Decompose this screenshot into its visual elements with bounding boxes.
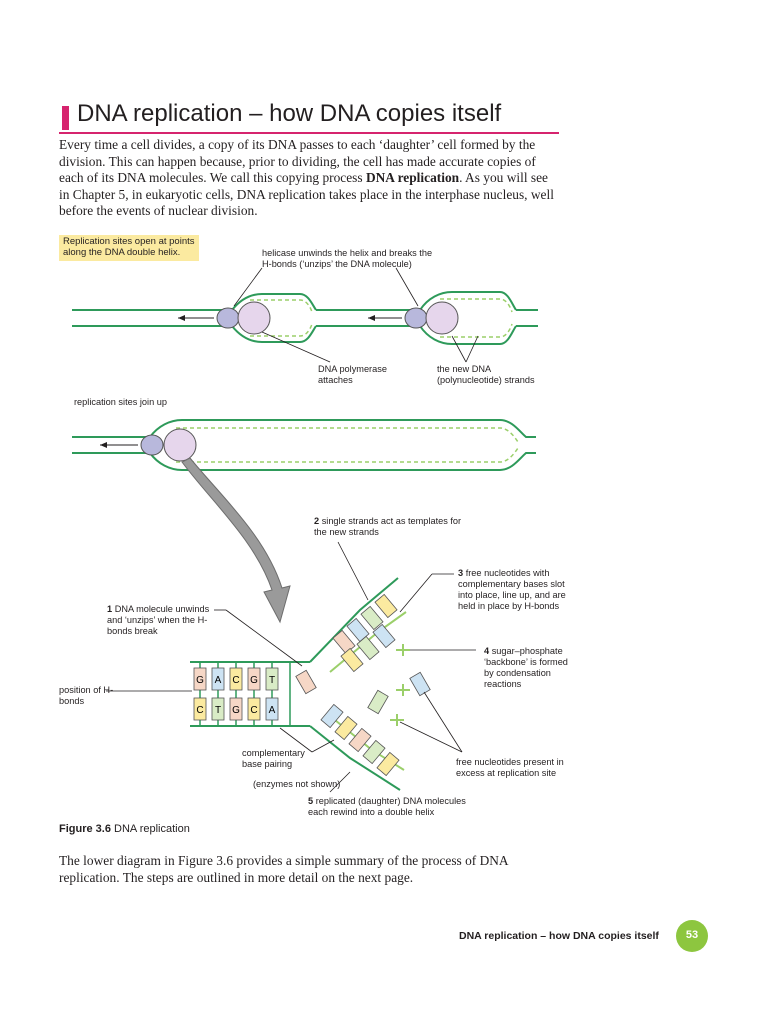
replication-bubble-1: [178, 294, 316, 342]
label-sites-join: replication sites join up: [74, 397, 234, 408]
replication-bubble-2: [368, 292, 516, 344]
label-complementary: complementary base pairing: [242, 748, 317, 770]
label-step-1: 1 DNA molecule unwinds and ‘unzips’ when…: [107, 604, 215, 637]
base-letter: C: [232, 675, 239, 686]
step-2-number: 2: [314, 516, 319, 526]
label-step-5: 5 replicated (daughter) DNA molecules ea…: [308, 796, 478, 818]
dna-polymerase-2: [426, 302, 458, 334]
figure-number: Figure 3.6: [59, 823, 111, 835]
step-2-text: single strands act as templates for the …: [314, 516, 461, 537]
label-free-nucleotides: free nucleotides present in excess at re…: [456, 757, 566, 779]
base-letter: C: [250, 705, 257, 716]
upper-dna-molecule: [72, 268, 538, 362]
dna-replication-diagram: G A C G T C T G C A: [0, 0, 768, 830]
base-letter: T: [215, 705, 221, 716]
label-step-2: 2 single strands act as templates for th…: [314, 516, 464, 538]
figure-caption: Figure 3.6 DNA replication: [59, 823, 190, 835]
closing-paragraph: The lower diagram in Figure 3.6 provides…: [59, 852, 559, 886]
helicase-enzyme-1: [217, 308, 239, 328]
page-number-badge: 53: [676, 920, 708, 952]
base-letter: G: [196, 675, 204, 686]
figure-caption-text: DNA replication: [114, 823, 190, 835]
label-step-4: 4 sugar–phosphate ‘backbone’ is formed b…: [484, 646, 569, 690]
step-3-number: 3: [458, 568, 463, 578]
running-title: DNA replication – how DNA copies itself: [459, 930, 659, 942]
helicase-enzyme-2: [405, 308, 427, 328]
base-letter: C: [196, 705, 203, 716]
step-5-text: replicated (daughter) DNA molecules each…: [308, 796, 466, 817]
label-dna-polymerase: DNA polymerase attaches: [318, 364, 398, 386]
step-1-text: DNA molecule unwinds and ‘unzips’ when t…: [107, 604, 209, 636]
step-5-number: 5: [308, 796, 313, 806]
step-3-text: free nucleotides with complementary base…: [458, 568, 566, 611]
label-helicase: helicase unwinds the helix and breaks th…: [262, 248, 442, 270]
base-letter: T: [269, 675, 275, 686]
zoom-arrow: [182, 458, 290, 622]
step-4-text: sugar–phosphate ‘backbone’ is formed by …: [484, 646, 568, 689]
label-new-dna: the new DNA (polynucleotide) strands: [437, 364, 547, 386]
label-step-3: 3 free nucleotides with complementary ba…: [458, 568, 568, 612]
dna-polymerase-1: [238, 302, 270, 334]
base-letter: G: [232, 705, 240, 716]
base-letter: G: [250, 675, 258, 686]
joined-dna-molecule: [72, 420, 536, 470]
step-4-number: 4: [484, 646, 489, 656]
step-1-number: 1: [107, 604, 112, 614]
base-letter: A: [215, 675, 222, 686]
label-h-bonds: position of H-bonds: [59, 685, 115, 707]
label-enzymes: (enzymes not shown): [253, 779, 363, 790]
base-letter: A: [269, 705, 276, 716]
